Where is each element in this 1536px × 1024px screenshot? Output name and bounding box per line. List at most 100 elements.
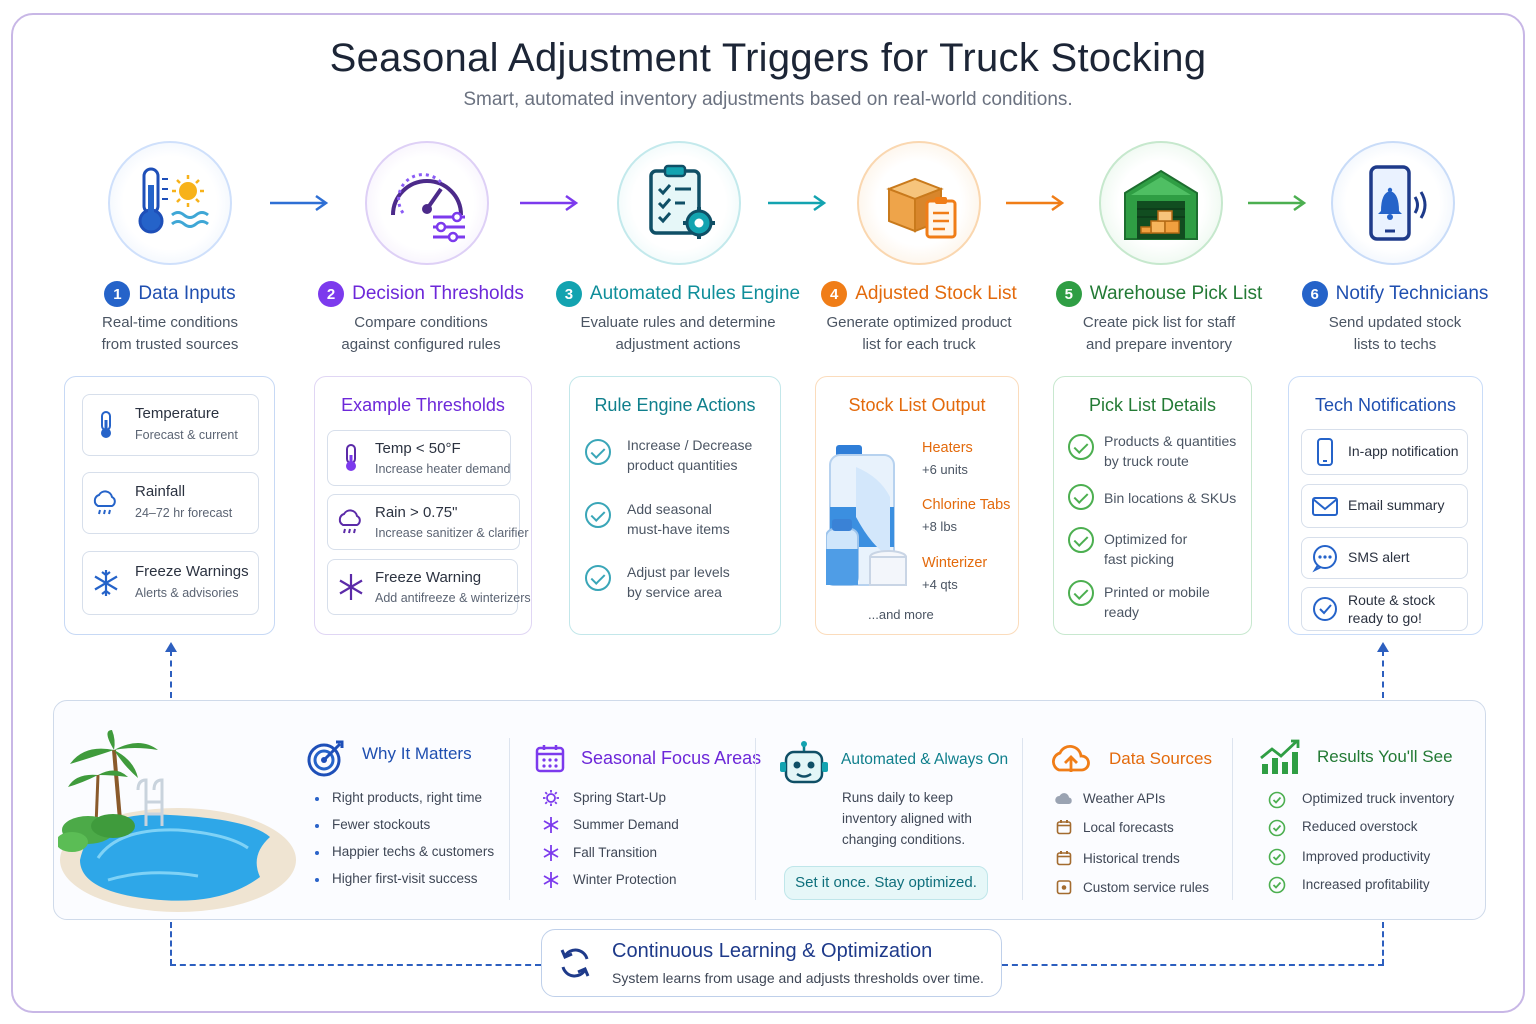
step-4-circle — [857, 141, 981, 265]
rule-action-line: product quantities — [627, 457, 738, 473]
step-5-heading: 5 Warehouse Pick List — [1034, 281, 1284, 307]
section-title: Why It Matters — [362, 744, 472, 763]
input-temperature: Temperature Forecast & current — [82, 394, 259, 456]
card-title: Pick List Details — [1088, 395, 1217, 415]
season-item: Spring Start-Up — [573, 790, 667, 805]
step-title: Decision Thresholds — [352, 283, 524, 304]
step-number: 4 — [821, 281, 848, 307]
stock-item-name: Heaters — [922, 440, 973, 456]
loop-arrowhead-left — [165, 642, 177, 652]
step-6-heading: 6 Notify Technicians — [1270, 281, 1520, 307]
why-item: Fewer stockouts — [332, 817, 431, 832]
step-desc-line: list for each truck — [862, 336, 976, 353]
notify-label: In-app notification — [1348, 443, 1459, 459]
step-desc-line: Evaluate rules and determine — [580, 314, 776, 331]
step-title: Warehouse Pick List — [1089, 283, 1263, 304]
loop-arrowhead-right — [1377, 642, 1389, 652]
season-item: Summer Demand — [573, 817, 679, 832]
threshold-temp: Temp < 50°F Increase heater demand — [327, 430, 511, 486]
rain-cloud-icon — [93, 490, 116, 515]
check-circle-icon — [1268, 848, 1286, 866]
input-subtitle: 24–72 hr forecast — [135, 506, 233, 520]
input-title: Freeze Warnings — [135, 563, 249, 580]
section-divider — [755, 738, 756, 900]
step-desc-line: Create pick list for staff — [1082, 314, 1236, 331]
box-list-icon — [886, 177, 957, 239]
notify-label: Email summary — [1348, 497, 1445, 513]
pool-illustration — [58, 730, 296, 912]
step-number: 3 — [555, 281, 582, 307]
card-title: Tech Notifications — [1314, 395, 1457, 415]
flow-arrow-3 — [768, 194, 827, 212]
stock-item-qty: +4 qts — [922, 577, 958, 592]
check-circle-icon — [1068, 484, 1094, 510]
target-icon — [307, 740, 344, 777]
tech-notifications-card: Tech Notifications In-app notification E… — [1288, 376, 1483, 635]
notify-sms: SMS alert — [1301, 537, 1468, 579]
notify-label: Route & stock — [1348, 592, 1436, 608]
notify-route-ready: Route & stock ready to go! — [1301, 587, 1468, 631]
loop-connector-left-bottom — [170, 922, 172, 965]
flow-arrow-5 — [1248, 194, 1307, 212]
automated-line: changing conditions. — [842, 832, 966, 847]
stock-item-name: Chlorine Tabs — [922, 497, 1011, 513]
data-inputs-card: Temperature Forecast & current Rainfall … — [64, 376, 275, 635]
rule-action-line: Increase / Decrease — [627, 437, 753, 453]
check-circle-icon — [585, 565, 611, 591]
calendar-icon — [535, 745, 565, 773]
threshold-title: Freeze Warning — [375, 569, 482, 586]
season-item: Winter Protection — [573, 872, 677, 887]
section-divider — [1232, 738, 1233, 900]
source-item: Local forecasts — [1083, 820, 1174, 835]
result-item: Increased profitability — [1302, 877, 1430, 892]
thresholds-card: Example Thresholds Temp < 50°F Increase … — [314, 376, 532, 635]
section-title: Seasonal Focus Areas — [581, 748, 762, 768]
warehouse-icon — [1124, 169, 1198, 240]
input-title: Temperature — [135, 405, 220, 422]
rule-action-line: Add seasonal — [627, 501, 712, 517]
clipboard-gear-icon — [649, 164, 715, 239]
notify-label: SMS alert — [1348, 549, 1410, 565]
step-4-heading: 4 Adjusted Stock List — [794, 281, 1044, 307]
why-item: Happier techs & customers — [332, 844, 495, 859]
robot-icon — [780, 741, 828, 784]
thermometer-icon — [346, 444, 356, 471]
snowflake-icon — [543, 845, 559, 861]
rule-action-line: Adjust par levels — [627, 564, 730, 580]
step-number: 1 — [104, 281, 131, 307]
pick-detail-line: Printed or mobile — [1104, 584, 1210, 600]
stock-list-more: ...and more — [868, 607, 934, 622]
step-desc-line: Real-time conditions — [102, 314, 238, 331]
cloud-icon — [1055, 793, 1072, 804]
cloud-upload-icon — [1052, 744, 1090, 772]
result-item: Improved productivity — [1302, 849, 1431, 864]
input-rainfall: Rainfall 24–72 hr forecast — [82, 472, 259, 534]
chat-icon — [1312, 545, 1337, 573]
check-circle-icon — [1313, 597, 1337, 621]
loop-connector-left-top — [170, 650, 172, 698]
sun-gear-icon — [543, 790, 559, 806]
step-desc-line: from trusted sources — [101, 336, 239, 353]
stock-item-qty: +8 lbs — [922, 519, 958, 534]
check-circle-icon — [1068, 580, 1094, 606]
input-subtitle: Forecast & current — [135, 428, 238, 442]
step-title: Data Inputs — [138, 283, 236, 304]
pick-detail-line: Products & quantities — [1104, 433, 1237, 449]
step-desc-line: lists to techs — [1353, 336, 1437, 353]
step-desc-line: adjustment actions — [615, 336, 741, 353]
step-2-circle — [365, 141, 489, 265]
threshold-subtitle: Increase sanitizer & clarifier — [375, 526, 529, 540]
pick-detail-line: Optimized for — [1104, 531, 1188, 547]
pick-detail-line: fast picking — [1104, 551, 1175, 567]
check-circle-icon — [1068, 527, 1094, 553]
step-desc-line: and prepare inventory — [1086, 336, 1232, 353]
input-subtitle: Alerts & advisories — [135, 586, 239, 600]
step-3-description: Evaluate rules and determine adjustment … — [553, 312, 803, 356]
flow-arrow-1 — [270, 194, 329, 212]
